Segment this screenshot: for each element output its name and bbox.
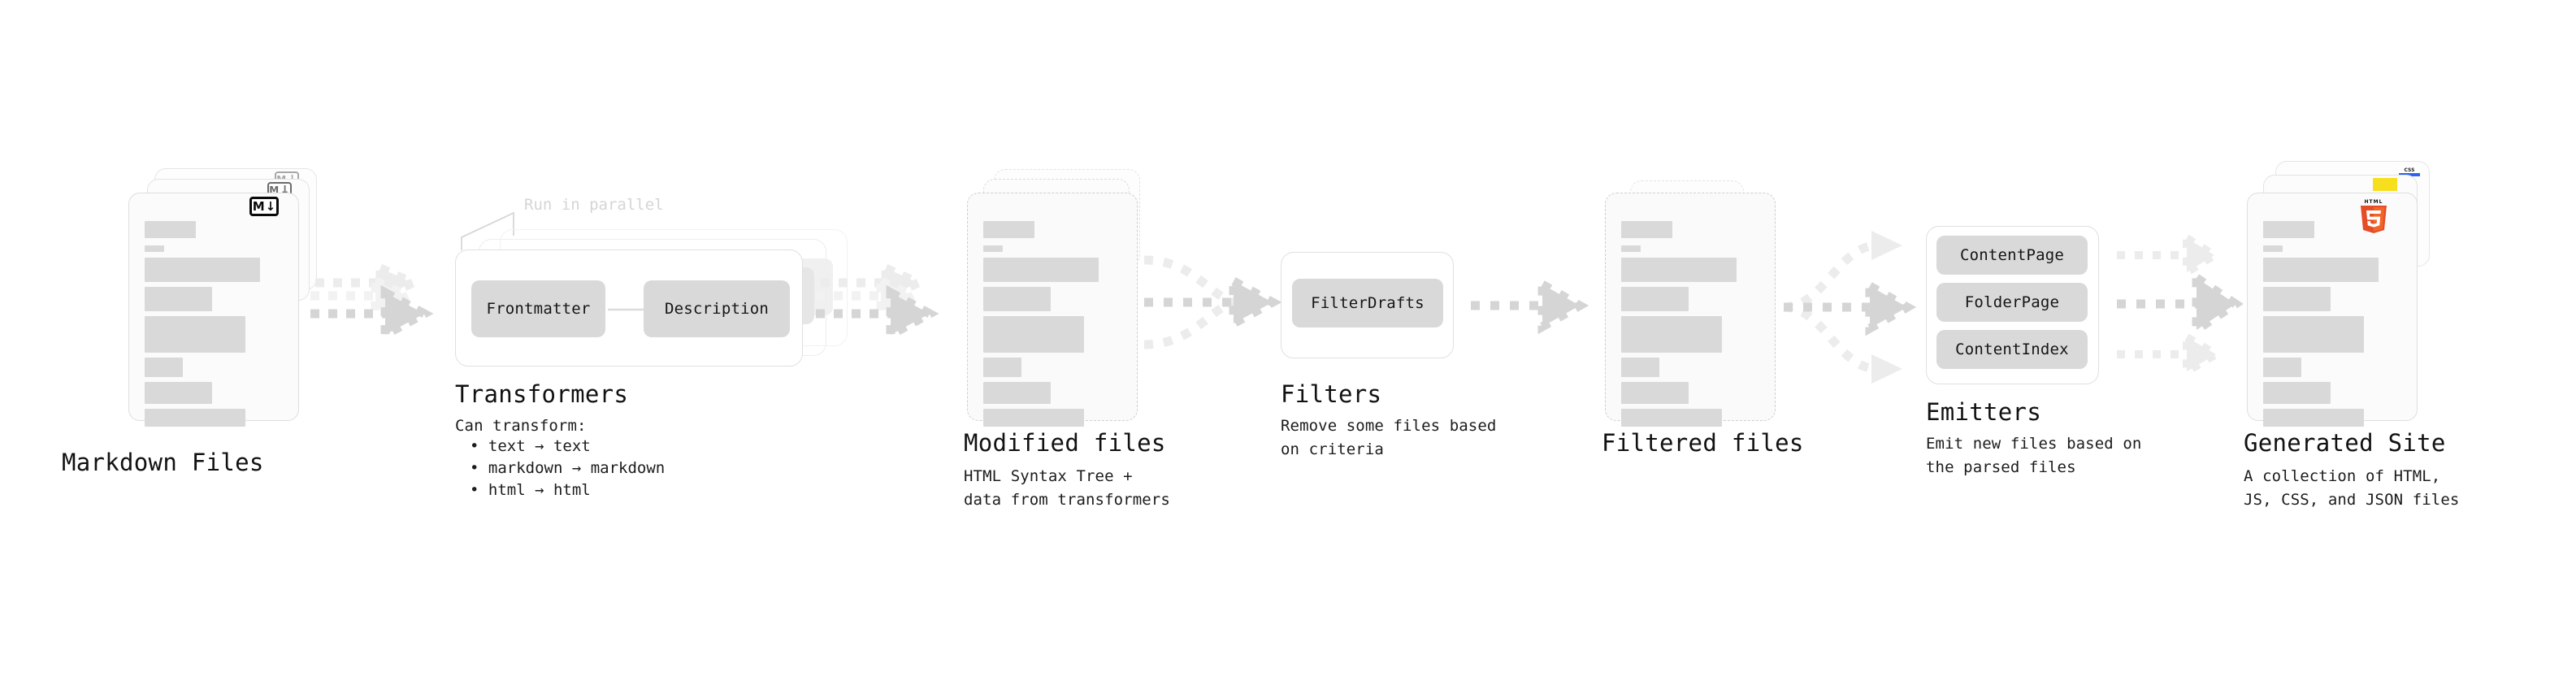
skeleton-bar <box>145 221 196 238</box>
filtered-file-card-front <box>1605 193 1776 427</box>
transformers-bullet-0: • text → text <box>470 437 591 455</box>
html5-badge: HTML <box>2361 199 2387 233</box>
skeleton-bar <box>2263 358 2301 377</box>
transformers-bullet-1: • markdown → markdown <box>470 459 666 477</box>
arrow-emitters-to-generated-site <box>2117 231 2244 379</box>
svg-text:HTML: HTML <box>2365 199 2383 205</box>
emitters-subtitle: Emit new files based on the parsed files <box>1926 435 2142 476</box>
skeleton-bar <box>983 316 1084 353</box>
transformers-subtitle: Can transform: <box>455 417 587 435</box>
generated-site-subtitle: A collection of HTML, JS, CSS, and JSON … <box>2244 467 2460 509</box>
stage-title-filters: Filters <box>1281 380 1382 408</box>
skeleton-bar <box>1621 258 1737 282</box>
skeleton-bar <box>1621 245 1641 252</box>
filter-node-filterdrafts[interactable]: FilterDrafts <box>1292 279 1443 327</box>
skeleton-bar <box>2263 316 2364 353</box>
stage-title-markdown-files: Markdown Files <box>62 449 264 476</box>
stage-title-emitters: Emitters <box>1926 398 2042 426</box>
skeleton-bar <box>983 409 1084 427</box>
stage-title-generated-site: Generated Site <box>2244 429 2446 457</box>
generated-site-card-front <box>2247 193 2418 427</box>
arrow-transformers-to-modified-files <box>816 261 939 343</box>
skeleton-bar <box>983 382 1051 404</box>
modified-files-subtitle: HTML Syntax Tree + data from transformer… <box>964 467 1170 509</box>
css3-badge-label: CSS <box>2404 167 2415 173</box>
skeleton-bar <box>145 245 164 252</box>
skeleton-bar <box>1621 316 1722 353</box>
markdown-file-card-front <box>128 193 299 427</box>
skeleton-bar <box>145 287 212 311</box>
skeleton-bar <box>983 358 1021 377</box>
skeleton-bar <box>1621 287 1689 311</box>
js-badge <box>2373 178 2397 191</box>
skeleton-bar <box>1621 358 1659 377</box>
arrow-modified-files-to-filters <box>1143 255 1282 349</box>
skeleton-bar <box>145 358 183 377</box>
transformer-node-frontmatter[interactable]: Frontmatter <box>471 280 605 337</box>
skeleton-bar <box>2263 409 2364 427</box>
skeleton-bar <box>1621 382 1689 404</box>
skeleton-bar <box>2263 287 2331 311</box>
skeleton-bar <box>983 258 1099 282</box>
transformers-bullet-2: • html → html <box>470 481 591 499</box>
skeleton-bar <box>2263 245 2283 252</box>
skeleton-bar <box>145 409 245 427</box>
markdown-badge-arrow: ↓ <box>265 198 276 214</box>
markdown-badge-letter: M <box>252 198 265 214</box>
emitter-node-folderpage[interactable]: FolderPage <box>1936 283 2088 322</box>
skeleton-bar <box>145 382 212 404</box>
arrow-filters-to-filtered-files <box>1471 276 1589 335</box>
run-in-parallel-bracket <box>461 211 514 250</box>
emitter-node-contentpage[interactable]: ContentPage <box>1936 236 2088 275</box>
skeleton-bar <box>1621 221 1672 238</box>
emitter-node-contentindex[interactable]: ContentIndex <box>1936 330 2088 369</box>
modified-file-card-front <box>967 193 1138 427</box>
skeleton-bar <box>2263 258 2379 282</box>
skeleton-bar <box>983 287 1051 311</box>
skeleton-bar <box>145 258 260 282</box>
transformer-node-description[interactable]: Description <box>644 280 790 337</box>
stage-title-filtered-files: Filtered files <box>1602 429 1804 457</box>
markdown-badge-front: M↓ <box>249 197 279 216</box>
arrow-filtered-files-to-emitters <box>1783 231 1917 384</box>
run-in-parallel-label: Run in parallel <box>524 196 664 214</box>
stage-title-transformers: Transformers <box>455 380 629 408</box>
skeleton-bar <box>2263 382 2331 404</box>
stage-title-modified-files: Modified files <box>964 429 1166 457</box>
filters-subtitle: Remove some files based on criteria <box>1281 417 1497 458</box>
skeleton-bar <box>983 245 1003 252</box>
skeleton-bar <box>2263 221 2314 238</box>
skeleton-bar <box>983 221 1034 238</box>
skeleton-bar <box>1621 409 1722 427</box>
skeleton-bar <box>145 316 245 353</box>
markdown-badge-letter: M <box>269 184 280 196</box>
arrow-markdown-to-transformers <box>310 261 434 343</box>
